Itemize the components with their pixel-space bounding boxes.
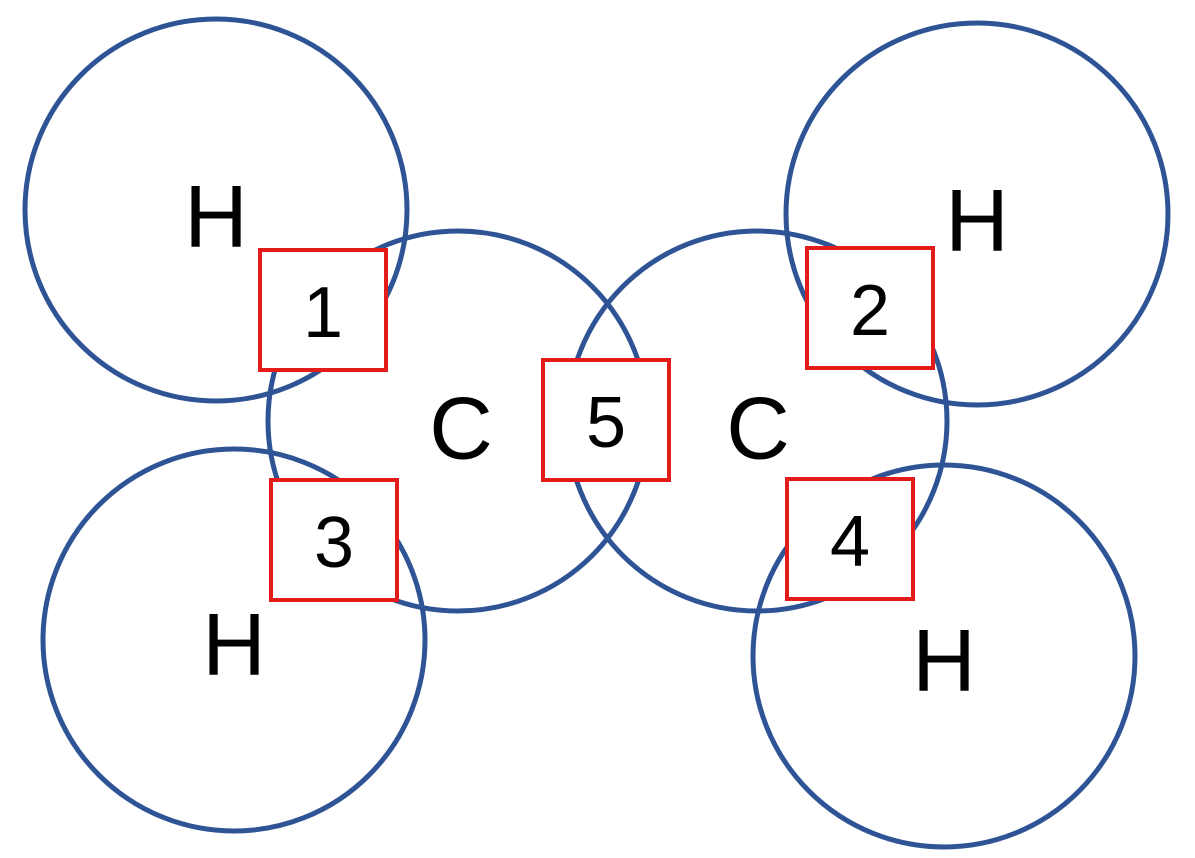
overlap-box-4 [785, 477, 915, 601]
carbon-label-right: C [726, 379, 790, 478]
hydrogen-orbital-top-right [783, 20, 1171, 408]
hydrogen-label-top-right: H [945, 171, 1009, 270]
hydrogen-label-top-left: H [184, 167, 248, 266]
hydrogen-label-bottom-right: H [912, 611, 976, 710]
hydrogen-orbital-bottom-left [40, 446, 428, 834]
overlap-box-2 [805, 246, 935, 370]
hydrogen-orbital-top-left [22, 16, 410, 404]
overlap-label-2: 2 [850, 271, 890, 351]
overlap-box-1 [258, 248, 388, 372]
overlap-label-3: 3 [314, 503, 354, 583]
hydrogen-orbital-bottom-right [750, 462, 1138, 850]
overlap-label-4: 4 [830, 502, 870, 582]
overlap-label-5: 5 [586, 383, 626, 463]
overlap-box-5 [541, 358, 671, 482]
overlap-box-3 [269, 478, 399, 602]
hydrogen-label-bottom-left: H [202, 595, 266, 694]
overlap-label-1: 1 [303, 273, 343, 353]
carbon-label-left: C [429, 379, 493, 478]
